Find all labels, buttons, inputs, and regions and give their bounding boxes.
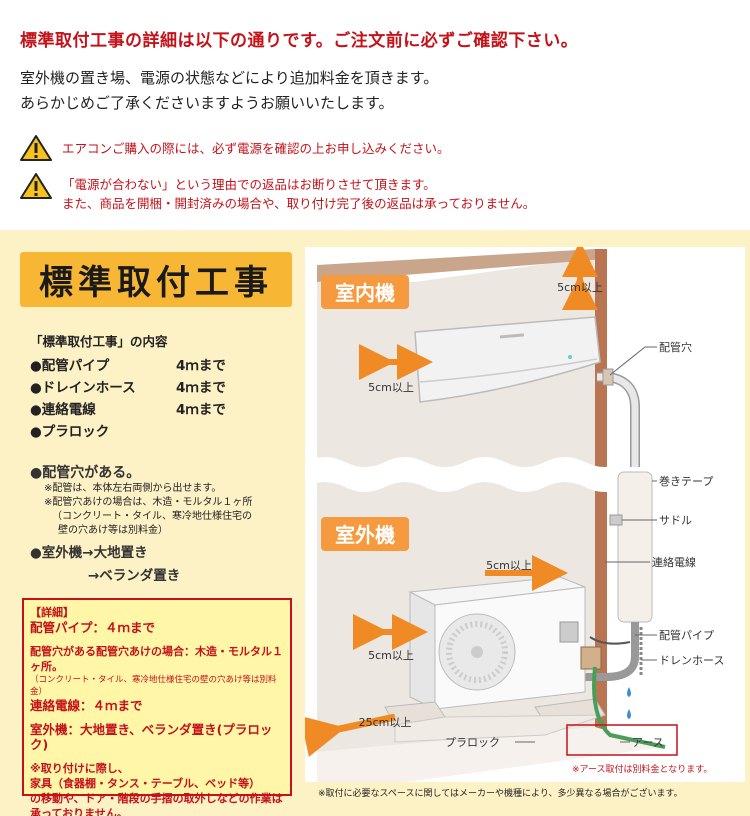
warning-text: 「電源が合わない」という理由での返品はお断りさせて頂きます。 <box>62 177 436 192</box>
detail-hole: 配管穴がある配管穴あけの場合：木造・モルタル１ヶ所。 <box>30 645 283 673</box>
detail-outdoor: 室外機：大地置き、ベランダ置き(プラロック) <box>30 722 273 752</box>
callout-wire: 連絡電線 <box>652 555 696 569</box>
indoor-label: 室内機 <box>335 281 395 305</box>
intro-line: あらかじめご了承くださいますようお願いいたします。 <box>20 94 394 112</box>
detail-box: 【詳細】 配管パイプ：４ｍまで 配管穴がある配管穴あけの場合：木造・モルタル１ヶ… <box>22 598 292 816</box>
warning-triangle-icon <box>20 173 52 199</box>
outdoor-unit <box>408 576 602 710</box>
install-contents: 「標準取付工事」の内容 ●配管パイプ 4ｍまで ●ドレインホース 4ｍまで ●連絡電… <box>30 331 226 441</box>
item-row: ●連絡電線 4ｍまで <box>30 397 226 419</box>
pipe-hole-section: ●配管穴がある。 ※配管は、本体左右両側から出せます。 ※配管穴あけの場合は、木… <box>30 462 252 538</box>
detail-note: ※取り付けに際し、 <box>30 762 129 775</box>
item-value: 4ｍまで <box>176 358 226 374</box>
item-value: 4ｍまで <box>176 380 226 396</box>
detail-pipe: 配管パイプ：４ｍまで <box>30 620 156 635</box>
warning-triangle-icon <box>20 135 52 161</box>
item-row: ●配管パイプ 4ｍまで <box>30 353 226 375</box>
detail-hole-note: （コンクリート・タイル、寒冷地仕様住宅の壁の穴あけ等は別料金） <box>30 675 277 697</box>
install-diagram: 室内機 5cm以上 5cm以上 室外機 5cm以上 <box>305 247 745 782</box>
hole-note: 壁の穴あけ等は別料金） <box>58 525 168 536</box>
item-row: ●プラロック <box>30 419 226 441</box>
outdoor-placement: ●室外機→大地置き →ベランダ置き <box>30 542 180 588</box>
detail-wire: 連絡電線：４ｍまで <box>30 698 143 713</box>
hole-note: ※配管穴あけの場合は、木造・モルタル１ヶ所 <box>44 497 253 508</box>
callout-tape: 巻きテープ <box>659 475 713 488</box>
callout-saddle: サドル <box>659 514 692 527</box>
item-label: ●ドレインホース <box>30 380 136 396</box>
detail-note: の移動や、ドア・階段の手摺の取外しなどの作業は <box>30 792 283 805</box>
item-label: ●連絡電線 <box>30 402 96 418</box>
warning-power-check: エアコンご購入の際には、必ず電源を確認の上お申し込みください。 <box>20 134 450 162</box>
contents-caption: 「標準取付工事」の内容 <box>30 334 168 349</box>
page-headline: 標準取付工事の詳細は以下の通りです。ご注文前に必ずご確認下さい。 <box>20 31 579 51</box>
warning-text: エアコンご購入の際には、必ず電源を確認の上お申し込みください。 <box>62 141 450 156</box>
warning-returns: 「電源が合わない」という理由での返品はお断りさせて頂きます。 また、商品を開梱・… <box>20 172 535 213</box>
clearance-front: 25cm以上 <box>359 716 412 729</box>
item-row: ●ドレインホース 4ｍまで <box>30 375 226 397</box>
indoor-label-box <box>321 275 409 309</box>
callout-pipe: 配管パイプ <box>659 628 714 642</box>
hole-note: （コンクリート・タイル、寒冷地仕様住宅の <box>52 511 252 522</box>
clearance-top-outdoor: 5cm以上 <box>486 559 532 572</box>
footnote: ※取付に必要なスペースに関してはメーカーや機種により、多少異なる場合がございます… <box>318 789 683 799</box>
intro-text: 室外機の置き場、電源の状態などにより追加料金を頂きます。 あらかじめご了承くださ… <box>20 66 438 116</box>
detail-note: 家具（食器棚・タンス・テーブル、ベッド等） <box>30 777 261 790</box>
standard-install-badge: 標準取付工事 <box>20 252 292 307</box>
item-value: 4ｍまで <box>176 402 226 418</box>
outdoor-label: 室外機 <box>335 523 395 547</box>
hole-heading: ●配管穴がある。 <box>30 465 141 481</box>
item-label: ●プラロック <box>30 424 110 440</box>
warning-text: また、商品を開梱・開封済みの場合や、取り付け完了後の返品は承っておりません。 <box>62 196 536 211</box>
callout-plalock: プラロック <box>445 736 500 749</box>
item-label: ●配管パイプ <box>30 358 110 374</box>
outdoor-line: →ベランダ置き <box>88 568 181 584</box>
callout-drain: ドレンホース <box>659 654 724 667</box>
clearance-side-outdoor: 5cm以上 <box>368 649 414 662</box>
clearance-side-indoor: 5cm以上 <box>368 381 414 394</box>
callout-earth: アース <box>632 736 664 749</box>
hole-note: ※配管は、本体左右両側から出せます。 <box>44 483 222 494</box>
outdoor-line: ●室外機→大地置き <box>30 545 148 561</box>
earth-note: ※アース取付は別料金となります。 <box>572 765 713 775</box>
clearance-top: 5cm以上 <box>557 281 603 294</box>
detail-note: 承っておりません。 <box>30 807 128 816</box>
callout-pipe-hole: 配管穴 <box>659 340 692 354</box>
indoor-unit <box>414 316 601 403</box>
intro-line: 室外機の置き場、電源の状態などにより追加料金を頂きます。 <box>20 69 439 87</box>
detail-title: 【詳細】 <box>30 606 74 619</box>
badge-title: 標準取付工事 <box>39 263 273 303</box>
outdoor-label-box <box>321 517 409 551</box>
